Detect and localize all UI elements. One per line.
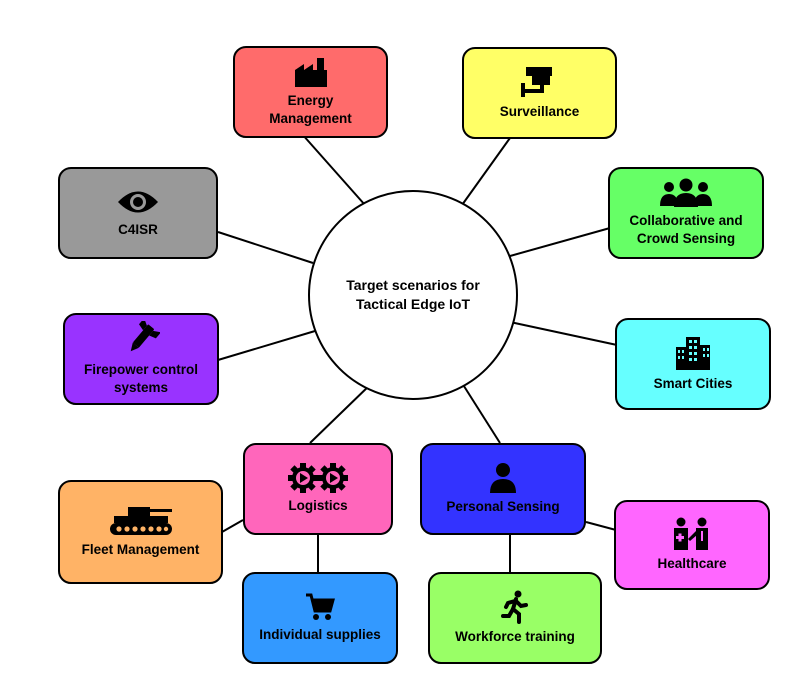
node-collab-label-2: Crowd Sensing [636, 231, 736, 246]
node-energy-management: Energy Management [233, 46, 388, 138]
node-c4isr-label: C4ISR [118, 222, 158, 237]
node-personal-sensing: Personal Sensing [420, 443, 586, 535]
node-firepower-control-systems: Firepower control systems [63, 313, 219, 405]
node-surveillance-label: Surveillance [499, 104, 580, 119]
edge-smartcities [509, 321, 618, 346]
node-collab-label-1: Collaborative and [629, 213, 743, 228]
node-energy-label-2: Management [269, 111, 352, 126]
node-healthcare: Healthcare [614, 500, 770, 590]
node-c4isr: C4ISR [58, 167, 218, 259]
node-individual-supplies-label: Individual supplies [259, 627, 381, 642]
eye-icon [116, 187, 160, 217]
hub-line-1: Target scenarios for [346, 277, 480, 293]
node-smart-cities-label: Smart Cities [653, 376, 733, 391]
shopping-cart-icon [305, 592, 335, 622]
gears-icon [288, 463, 348, 493]
city-buildings-icon [674, 335, 712, 371]
node-individual-supplies: Individual supplies [242, 572, 398, 664]
edge-logistics [309, 381, 374, 444]
node-surveillance: Surveillance [462, 47, 617, 139]
group-icon [659, 178, 713, 208]
node-smart-cities: Smart Cities [615, 318, 771, 410]
edge-collab [509, 227, 611, 257]
edge-personal [461, 382, 501, 444]
node-fleet-management-label: Fleet Management [81, 542, 200, 557]
node-firepower-label-1: Firepower control [83, 362, 198, 377]
node-collaborative-crowd-sensing: Collaborative and Crowd Sensing [608, 167, 764, 259]
edge-firepower [217, 330, 316, 361]
edge-c4isr [217, 231, 314, 264]
node-energy-label-1: Energy [287, 93, 334, 108]
factory-icon [293, 56, 329, 88]
tank-icon [108, 505, 174, 537]
node-fleet-management: Fleet Management [58, 480, 223, 584]
security-camera-icon [520, 65, 560, 99]
missile-icon [122, 318, 161, 357]
node-firepower-label-2: systems [113, 380, 169, 395]
hub-line-2: Tactical Edge IoT [355, 296, 471, 312]
node-workforce-training-label: Workforce training [455, 629, 575, 644]
running-person-icon [500, 590, 530, 624]
node-workforce-training: Workforce training [428, 572, 602, 664]
central-hub: Target scenarios for Tactical Edge IoT [308, 190, 518, 400]
node-logistics-label: Logistics [288, 498, 348, 513]
node-healthcare-label: Healthcare [657, 556, 727, 571]
edge-surveillance [461, 137, 511, 206]
edge-fleet [221, 519, 244, 533]
person-icon [488, 462, 518, 494]
node-personal-sensing-label: Personal Sensing [446, 499, 560, 514]
medical-staff-icon [671, 517, 713, 551]
edge-healthcare [585, 521, 617, 531]
node-logistics: Logistics [243, 443, 393, 535]
edge-energy [301, 133, 366, 206]
